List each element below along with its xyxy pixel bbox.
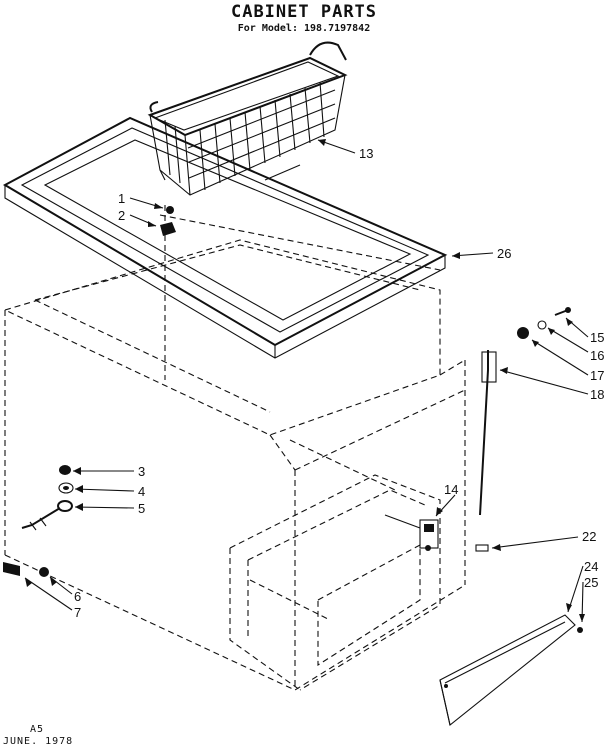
control-screw xyxy=(475,544,489,552)
drain-tube xyxy=(21,500,73,531)
footer-code: A5 xyxy=(30,724,45,735)
callout-18: 18 xyxy=(590,387,604,402)
callout-4: 4 xyxy=(138,484,145,499)
drain-cap xyxy=(59,465,71,475)
callout-16: 16 xyxy=(590,348,604,363)
hinge-washer xyxy=(537,320,547,330)
callout-14: 14 xyxy=(444,482,458,497)
footer-date: JUNE. 1978 xyxy=(3,736,74,747)
drain-plug-screw xyxy=(39,567,49,577)
diagram-title: CABINET PARTS xyxy=(230,2,378,22)
lid-screw xyxy=(166,206,174,214)
callout-labels: 1 2 3 4 5 6 7 13 14 15 16 17 18 22 24 25… xyxy=(74,146,604,620)
arrow-heads xyxy=(25,139,585,622)
thermostat xyxy=(384,514,439,551)
callout-13: 13 xyxy=(359,146,373,161)
callout-24: 24 xyxy=(584,559,598,574)
lid-hinge-bracket xyxy=(160,222,176,236)
callout-1: 1 xyxy=(118,191,125,206)
callout-26: 26 xyxy=(497,246,511,261)
callout-3: 3 xyxy=(138,464,145,479)
drain-washer xyxy=(58,482,74,494)
cabinet-body xyxy=(4,205,466,691)
callout-6: 6 xyxy=(74,589,81,604)
hinge-cover xyxy=(479,350,497,516)
callout-17: 17 xyxy=(590,368,604,383)
drain-plug xyxy=(3,562,20,576)
callout-15: 15 xyxy=(590,330,604,345)
panel-screw xyxy=(577,627,583,633)
model-subtitle: For Model: 198.7197842 xyxy=(237,23,371,34)
callout-25: 25 xyxy=(584,575,598,590)
callout-2: 2 xyxy=(118,208,125,223)
callout-7: 7 xyxy=(74,605,81,620)
lid-gasket-frame xyxy=(2,116,448,359)
hinge-bolt xyxy=(554,307,571,316)
callout-22: 22 xyxy=(582,529,596,544)
hinge-nut xyxy=(517,327,529,339)
access-panel xyxy=(439,614,576,726)
leader-lines xyxy=(24,139,589,623)
callout-5: 5 xyxy=(138,501,145,516)
wire-basket xyxy=(147,41,348,196)
